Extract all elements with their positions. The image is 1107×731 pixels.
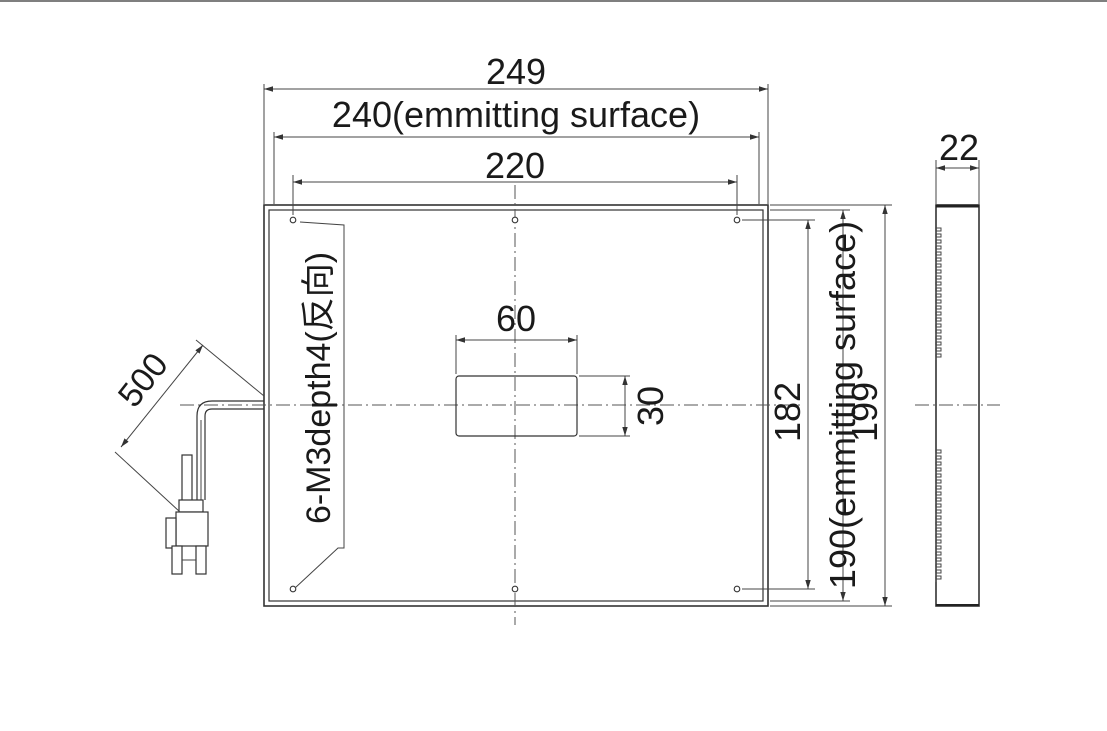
mounting-hole [289, 585, 297, 593]
dim-label-emitting-width: 240(emmitting surface) [332, 94, 700, 135]
mounting-hole [511, 585, 519, 593]
mounting-hole [289, 216, 297, 224]
dim-label-cable-length: 500 [111, 346, 176, 414]
mounting-hole [733, 216, 741, 224]
cable-assembly: 500 [111, 339, 265, 575]
hole-callout-leader [294, 221, 345, 589]
connector-pin [195, 545, 207, 575]
connector-body [178, 499, 204, 513]
center-window [455, 375, 578, 437]
cable [204, 408, 264, 500]
dim-label-window-height: 30 [630, 386, 671, 426]
dim-label-thickness: 22 [939, 127, 979, 168]
cable [196, 400, 264, 500]
extension-line [114, 451, 181, 513]
dim-label-hole-spacing-height: 182 [767, 382, 808, 442]
extension-line [195, 339, 265, 397]
dim-line-500 [120, 344, 204, 448]
connector-body [175, 511, 209, 547]
dim-label-overall-width: 249 [486, 51, 546, 92]
heatsink-fins-lower [935, 449, 942, 582]
front-view [180, 185, 800, 625]
side-view: 22 [915, 127, 1000, 607]
mounting-hole [733, 585, 741, 593]
connector-pin [171, 545, 183, 575]
dim-label-window-width: 60 [496, 298, 536, 339]
dim-label-emitting-height: 190(emmitting surface) [822, 221, 863, 589]
connector-clip [165, 517, 177, 549]
dim-label-hole-spacing-width: 220 [485, 145, 545, 186]
heatsink-fins-upper [935, 227, 942, 360]
top-dimensions: 249 240(emmitting surface) 220 [263, 51, 769, 215]
dim-label-overall-height: 199 [844, 382, 885, 442]
right-dimensions: 182 190(emmitting surface) 199 [742, 204, 892, 607]
window-dimensions: 60 30 [455, 298, 671, 437]
connector-body [181, 454, 193, 502]
hole-callout-text: 6-M3depth4(反向) [300, 252, 338, 524]
mounting-hole [511, 216, 519, 224]
